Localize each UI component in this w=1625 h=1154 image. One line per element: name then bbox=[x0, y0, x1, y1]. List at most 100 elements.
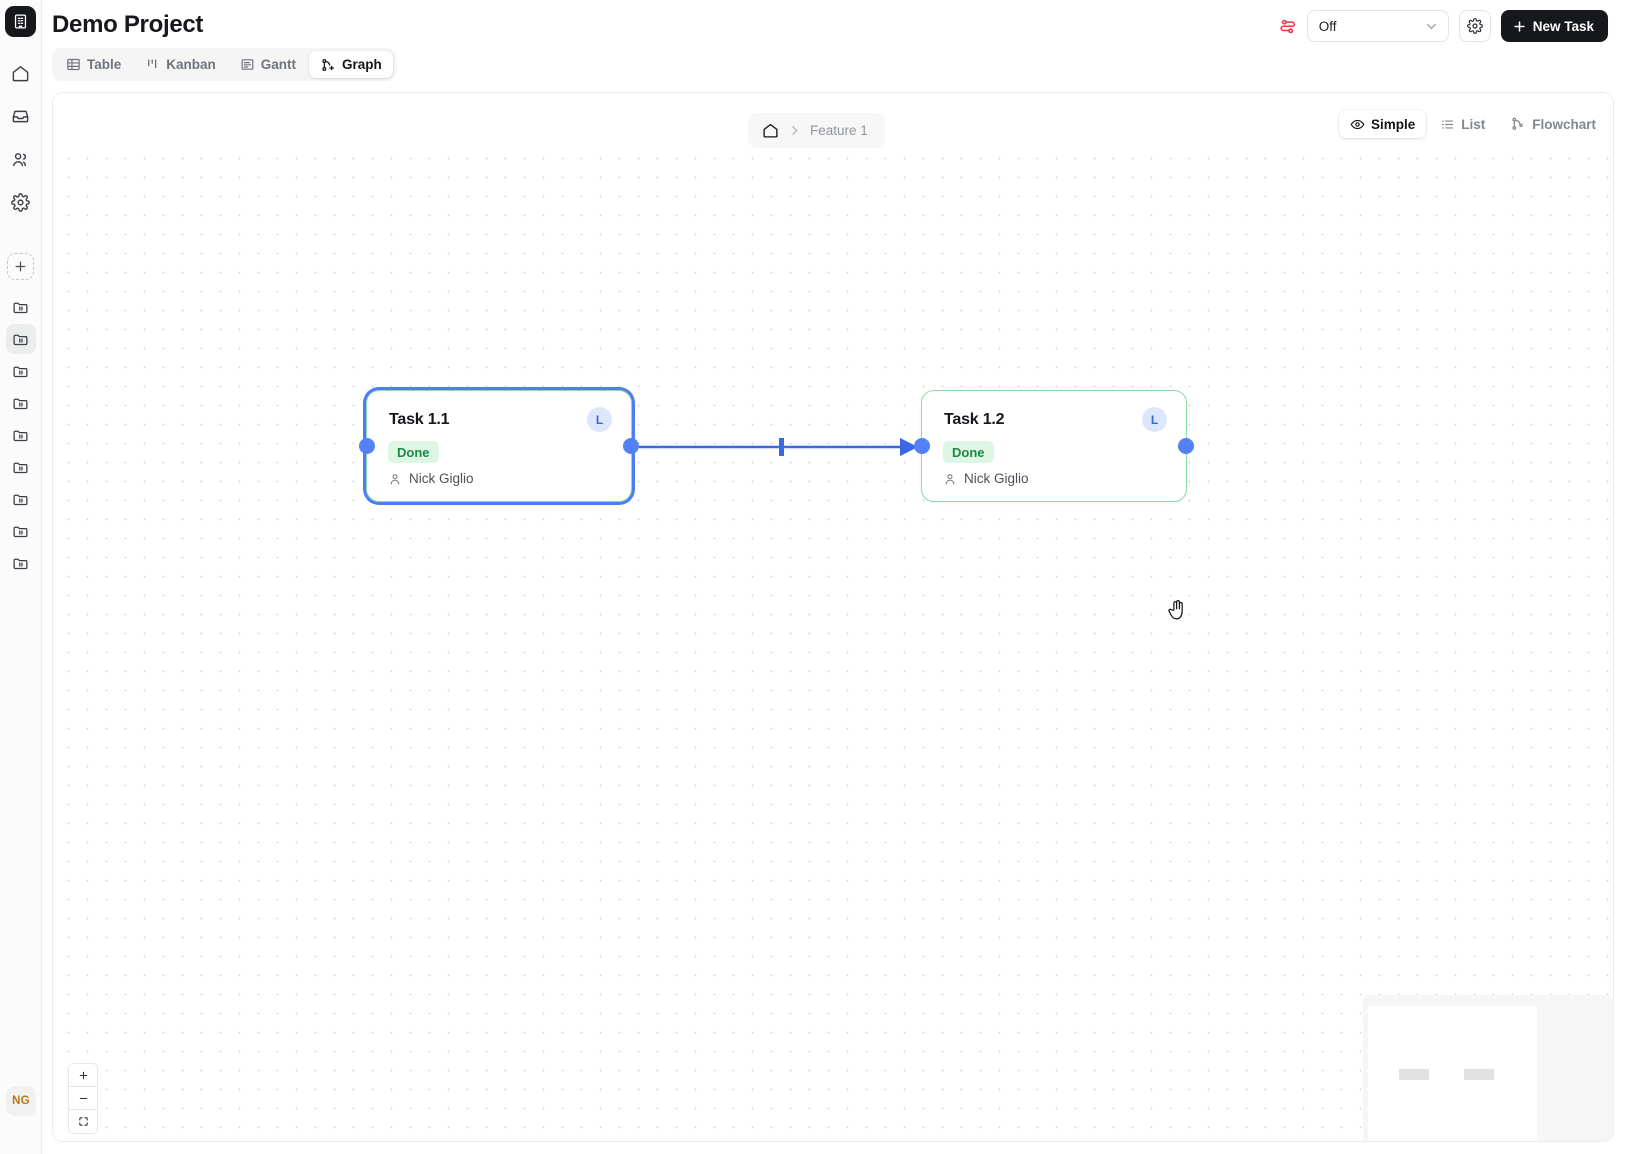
status-badge: Done bbox=[388, 441, 439, 463]
tab-gantt-label: Gantt bbox=[260, 57, 297, 72]
inbox-icon bbox=[12, 110, 29, 122]
kanban-icon bbox=[148, 59, 157, 69]
tab-kanban[interactable]: Kanban bbox=[134, 51, 227, 78]
chevron-right-icon bbox=[788, 124, 801, 137]
sidebar-project-5[interactable] bbox=[6, 420, 36, 450]
tab-table-label: Table bbox=[87, 57, 122, 72]
user-avatar[interactable]: NG bbox=[6, 1086, 36, 1116]
sync-mode-select[interactable]: Off bbox=[1306, 10, 1449, 42]
folder-icon bbox=[13, 526, 28, 537]
chevron-down-icon bbox=[1426, 23, 1436, 29]
sidebar-item-settings[interactable] bbox=[6, 187, 36, 217]
breadcrumb-current-label: Feature 1 bbox=[810, 123, 868, 138]
node-title: Task 1.2 bbox=[944, 411, 1005, 428]
node-handle-right[interactable] bbox=[623, 438, 639, 454]
mode-flowchart-button[interactable]: Flowchart bbox=[1499, 110, 1607, 138]
view-tabs: Table Kanban Gantt G bbox=[52, 48, 396, 81]
app-logo[interactable] bbox=[5, 6, 36, 37]
maximize-icon bbox=[78, 1117, 88, 1126]
page-header: Demo Project Table Kanban Gantt bbox=[42, 0, 1625, 86]
graph-canvas[interactable]: Feature 1 Simple List Flowc bbox=[52, 92, 1614, 1142]
building-icon bbox=[14, 14, 27, 29]
minimap-viewport bbox=[1368, 1006, 1537, 1141]
settings-button[interactable] bbox=[1458, 10, 1491, 42]
node-assignee: Nick Giglio bbox=[943, 471, 1029, 486]
mode-list-label: List bbox=[1461, 116, 1486, 132]
add-project-button[interactable] bbox=[7, 253, 34, 280]
flowchart-icon bbox=[1512, 117, 1523, 130]
folder-icon bbox=[13, 430, 28, 441]
page-title: Demo Project bbox=[52, 11, 204, 38]
project-list bbox=[5, 290, 36, 578]
sync-mode-value: Off bbox=[1318, 18, 1337, 34]
node-avatar-badge[interactable]: L bbox=[1142, 407, 1167, 432]
sidebar-project-2[interactable] bbox=[5, 324, 36, 354]
mode-list-button[interactable]: List bbox=[1429, 110, 1496, 138]
zoom-in-button[interactable] bbox=[69, 1064, 97, 1087]
folder-icon bbox=[13, 334, 28, 345]
grab-hand-cursor bbox=[1166, 598, 1188, 627]
sidebar-project-1[interactable] bbox=[6, 292, 36, 322]
graph-node-task-1-1[interactable]: Task 1.1 L Done Nick Giglio bbox=[359, 390, 639, 502]
canvas-dot-grid bbox=[53, 145, 1613, 1141]
folder-icon bbox=[13, 494, 28, 505]
table-icon bbox=[67, 58, 80, 71]
sidebar-item-home[interactable] bbox=[6, 58, 36, 88]
sidebar-project-8[interactable] bbox=[6, 516, 36, 546]
tab-graph[interactable]: Graph bbox=[309, 51, 393, 78]
plus-icon bbox=[1514, 20, 1525, 32]
sidebar-project-9[interactable] bbox=[6, 548, 36, 578]
sidebar-project-4[interactable] bbox=[6, 388, 36, 418]
sidebar-item-people[interactable] bbox=[6, 144, 36, 174]
plus-icon bbox=[15, 261, 26, 272]
mode-simple-button[interactable]: Simple bbox=[1338, 110, 1427, 138]
sidebar-item-inbox[interactable] bbox=[6, 101, 36, 131]
tab-table[interactable]: Table bbox=[55, 51, 132, 78]
breadcrumb-home-button[interactable] bbox=[762, 122, 779, 139]
node-avatar-badge[interactable]: L bbox=[587, 407, 612, 432]
mode-simple-label: Simple bbox=[1370, 116, 1416, 132]
users-icon bbox=[13, 152, 26, 166]
status-badge: Done bbox=[943, 441, 994, 463]
graph-mode-toolbar: Simple List Flowchart bbox=[1336, 107, 1610, 141]
graph-node-task-1-2[interactable]: Task 1.2 L Done Nick Giglio bbox=[914, 390, 1194, 502]
eye-icon bbox=[1350, 119, 1365, 129]
tab-gantt[interactable]: Gantt bbox=[229, 51, 307, 78]
node-handle-left[interactable] bbox=[359, 438, 375, 454]
user-icon bbox=[388, 472, 402, 486]
node-handle-left[interactable] bbox=[914, 438, 930, 454]
minimap-node bbox=[1464, 1069, 1494, 1080]
node-assignee-name: Nick Giglio bbox=[964, 471, 1029, 486]
sidebar-project-3[interactable] bbox=[6, 356, 36, 386]
zoom-out-button[interactable] bbox=[69, 1087, 97, 1110]
workflow-icon[interactable] bbox=[1278, 17, 1297, 36]
graph-icon bbox=[322, 58, 334, 71]
sidebar-project-6[interactable] bbox=[6, 452, 36, 482]
folder-icon bbox=[13, 462, 28, 473]
node-title: Task 1.1 bbox=[389, 411, 450, 428]
sidebar-project-7[interactable] bbox=[6, 484, 36, 514]
folder-icon bbox=[13, 302, 28, 313]
folder-icon bbox=[13, 398, 28, 409]
list-icon bbox=[1442, 119, 1454, 129]
gear-icon bbox=[1466, 18, 1483, 34]
graph-minimap[interactable] bbox=[1363, 995, 1613, 1141]
zoom-controls bbox=[68, 1063, 98, 1134]
plus-icon bbox=[79, 1071, 87, 1079]
left-sidebar: NG bbox=[0, 0, 42, 1154]
folder-icon bbox=[13, 366, 28, 377]
node-assignee-name: Nick Giglio bbox=[409, 471, 474, 486]
node-handle-right[interactable] bbox=[1178, 438, 1194, 454]
fit-view-button[interactable] bbox=[69, 1110, 97, 1133]
gear-icon bbox=[11, 192, 30, 212]
header-actions: Off New Task bbox=[1278, 10, 1608, 42]
new-task-button[interactable]: New Task bbox=[1500, 10, 1608, 42]
minimap-node bbox=[1399, 1069, 1429, 1080]
tab-graph-label: Graph bbox=[342, 57, 382, 72]
folder-icon bbox=[13, 558, 28, 569]
new-task-label: New Task bbox=[1532, 18, 1594, 34]
breadcrumb: Feature 1 bbox=[748, 113, 885, 148]
tab-kanban-label: Kanban bbox=[166, 57, 216, 72]
mode-flowchart-label: Flowchart bbox=[1532, 116, 1596, 132]
home-icon bbox=[763, 123, 778, 138]
